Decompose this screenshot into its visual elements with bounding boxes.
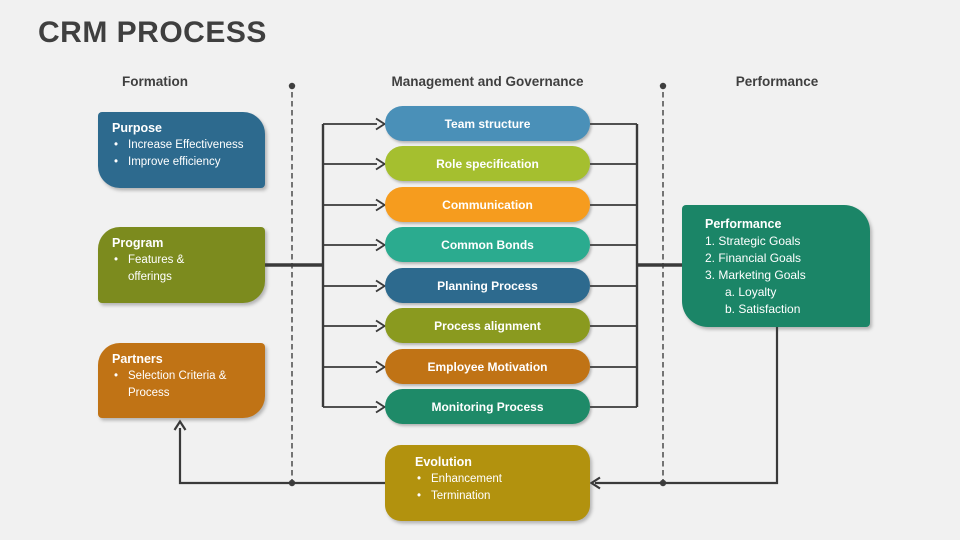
bullet-item: Improve efficiency: [112, 154, 257, 171]
bullet-item: Enhancement: [415, 471, 582, 488]
pill-process-alignment: Process alignment: [385, 308, 590, 343]
pill-planning-process: Planning Process: [385, 268, 590, 303]
bullet-item: Increase Effectiveness: [112, 137, 257, 154]
pill-employee-motivation: Employee Motivation: [385, 349, 590, 384]
program-to-bracket-line: [265, 124, 325, 407]
purpose-box-title: Purpose: [112, 121, 163, 135]
pill-common-bonds: Common Bonds: [385, 227, 590, 262]
partners-box-title: Partners: [112, 352, 163, 366]
evolution-box-title: Evolution: [415, 455, 472, 469]
column-header-management: Management and Governance: [391, 74, 584, 89]
performance-subgoal: b. Satisfaction: [725, 302, 801, 316]
bracket-to-pill-arrows: [323, 117, 387, 414]
program-box-title: Program: [112, 236, 164, 250]
program-box: Program Features & offerings: [98, 227, 265, 303]
performance-goal: 2. Financial Goals: [705, 251, 802, 265]
pill-to-bracket-lines: [590, 123, 637, 408]
bullet-item: Termination: [415, 488, 582, 505]
performance-to-evolution-arrow: [589, 327, 779, 490]
evolution-to-partners-arrow: [173, 419, 385, 485]
evolution-box: Evolution Enhancement Termination: [385, 445, 590, 521]
pill-team-structure: Team structure: [385, 106, 590, 141]
page-title: CRM PROCESS: [38, 16, 267, 49]
pill-communication: Communication: [385, 187, 590, 222]
performance-box: Performance 1. Strategic Goals 2. Financ…: [682, 205, 870, 327]
dashed-separator-left: [288, 82, 296, 487]
partners-box: Partners Selection Criteria & Process: [98, 343, 265, 418]
pill-role-specification: Role specification: [385, 146, 590, 181]
bullet-item: Features & offerings: [112, 252, 257, 285]
performance-subgoal: a. Loyalty: [725, 285, 777, 299]
pill-monitoring-process: Monitoring Process: [385, 389, 590, 424]
dashed-separator-right: [659, 82, 667, 487]
performance-goal: 1. Strategic Goals: [705, 234, 801, 248]
purpose-box: Purpose Increase Effectiveness Improve e…: [98, 112, 265, 188]
bullet-item: Selection Criteria & Process: [112, 368, 257, 401]
bracket-to-performance-line: [635, 124, 682, 407]
column-header-formation: Formation: [122, 74, 188, 89]
performance-goal: 3. Marketing Goals: [705, 268, 806, 282]
column-header-performance: Performance: [735, 74, 819, 89]
performance-box-title: Performance: [705, 217, 782, 231]
